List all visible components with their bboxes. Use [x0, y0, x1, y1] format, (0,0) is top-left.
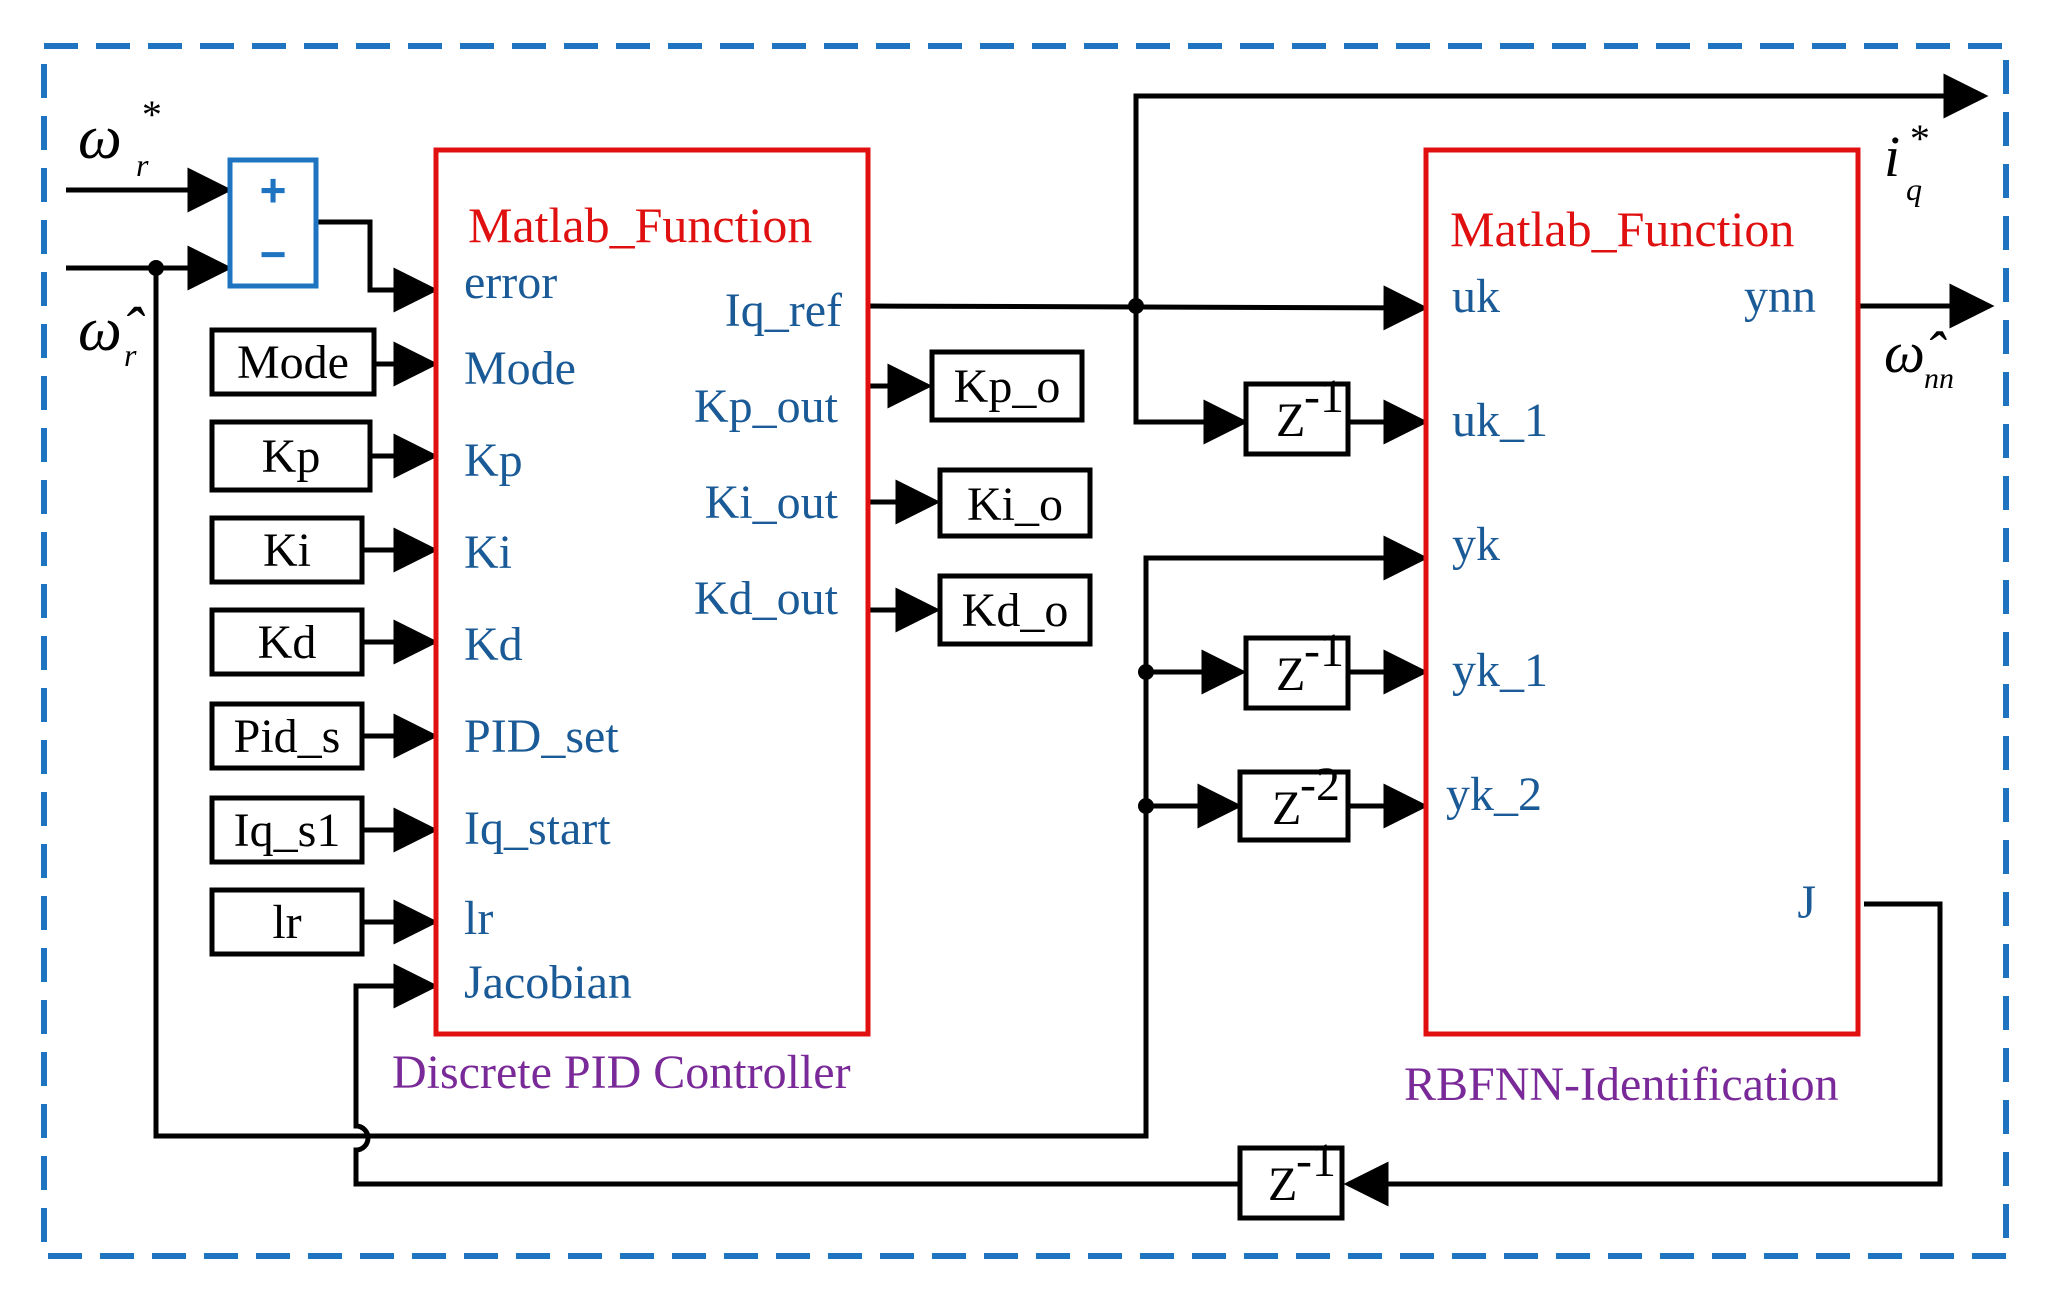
- unit-delay-jacobian[interactable]: Z -1: [1237, 1134, 1345, 1221]
- rbf-in-yk: yk: [1452, 518, 1500, 571]
- subsystem-frame: [41, 43, 2009, 1259]
- pid-in-jacobian: Jacobian: [464, 956, 632, 1009]
- pid-in-ki: Ki: [464, 526, 512, 579]
- svg-text:Mode: Mode: [237, 336, 349, 389]
- junction-dot: [1138, 798, 1154, 814]
- constant-kd[interactable]: Kd: [209, 607, 365, 677]
- svg-text:Pid_s: Pid_s: [234, 710, 341, 763]
- pid-in-mode: Mode: [464, 342, 576, 395]
- svg-text:Z: Z: [1276, 394, 1305, 447]
- unit-delay-uk1[interactable]: Z -1: [1243, 370, 1351, 457]
- rbf-in-uk: uk: [1452, 270, 1500, 323]
- constant-mode[interactable]: Mode: [209, 327, 377, 397]
- pid-out-kp: Kp_out: [694, 380, 839, 433]
- svg-text:nn: nn: [1924, 362, 1954, 395]
- svg-text:-2: -2: [1300, 758, 1340, 811]
- svg-text:r: r: [124, 337, 137, 373]
- constant-kp[interactable]: Kp: [209, 419, 373, 493]
- constant-lr[interactable]: lr: [209, 887, 365, 957]
- iq-ref-output-label: i q *: [1884, 116, 1928, 207]
- junction-dot: [148, 260, 164, 276]
- pid-in-error: error: [464, 256, 557, 309]
- sum-block[interactable]: + −: [227, 157, 319, 289]
- svg-text:q: q: [1906, 171, 1922, 207]
- svg-text:-1: -1: [1304, 370, 1344, 423]
- svg-text:*: *: [140, 92, 160, 137]
- omega-ref-label: ω r *: [78, 92, 160, 183]
- svg-text:Z: Z: [1276, 648, 1305, 701]
- rbfnn-block[interactable]: Matlab_Function uk uk_1 yk yk_1 yk_2 ynn…: [1423, 147, 1861, 1037]
- omega-hat-label: ω̂ r: [78, 296, 146, 373]
- pid-in-iq-start: Iq_start: [464, 802, 611, 855]
- junction-dot: [1138, 664, 1154, 680]
- svg-text:*: *: [1908, 116, 1928, 161]
- sink-kd-o[interactable]: Kd_o: [937, 573, 1093, 647]
- unit-delay-yk1[interactable]: Z -1: [1243, 624, 1351, 711]
- constant-iq-s1[interactable]: Iq_s1: [209, 795, 365, 865]
- svg-text:Z: Z: [1272, 782, 1301, 835]
- svg-text:r: r: [136, 147, 149, 183]
- omega-nn-output-label: ω̂ nn: [1884, 320, 1954, 395]
- pid-in-lr: lr: [464, 892, 493, 945]
- svg-text:Kd: Kd: [258, 616, 317, 669]
- pid-out-kd: Kd_out: [694, 572, 839, 625]
- constant-pid-s[interactable]: Pid_s: [209, 701, 365, 771]
- svg-text:i: i: [1884, 124, 1900, 189]
- plus-sign: +: [260, 164, 287, 216]
- svg-text:Kd_o: Kd_o: [962, 584, 1069, 637]
- svg-text:Ki: Ki: [263, 524, 311, 577]
- junction-dot: [1128, 298, 1144, 314]
- rbf-block-title: Matlab_Function: [1450, 201, 1794, 257]
- svg-text:ω: ω: [78, 104, 122, 172]
- pid-block-title: Matlab_Function: [468, 197, 812, 253]
- wires: [66, 73, 1995, 1207]
- unit-delay-yk2[interactable]: Z -2: [1237, 758, 1351, 843]
- rbf-out-j: J: [1797, 876, 1816, 929]
- pid-controller-block[interactable]: Matlab_Function error Mode Kp Ki Kd PID_…: [433, 147, 871, 1037]
- rbf-block-caption: RBFNN-Identification: [1404, 1058, 1839, 1111]
- svg-text:Kp_o: Kp_o: [954, 360, 1061, 413]
- svg-text:Z: Z: [1268, 1158, 1297, 1211]
- svg-text:lr: lr: [272, 896, 301, 949]
- svg-text:-1: -1: [1304, 624, 1344, 677]
- svg-text:-1: -1: [1296, 1134, 1336, 1187]
- rbf-out-ynn: ynn: [1744, 270, 1816, 323]
- svg-text:Kp: Kp: [262, 430, 321, 483]
- constant-ki[interactable]: Ki: [209, 515, 365, 585]
- pid-in-kd: Kd: [464, 618, 523, 671]
- rbf-in-yk2: yk_2: [1446, 768, 1542, 821]
- pid-out-iq-ref: Iq_ref: [725, 284, 842, 337]
- pid-out-ki: Ki_out: [705, 476, 839, 529]
- svg-text:Iq_s1: Iq_s1: [234, 804, 341, 857]
- sink-ki-o[interactable]: Ki_o: [937, 467, 1093, 539]
- svg-text:Ki_o: Ki_o: [967, 478, 1063, 531]
- sink-kp-o[interactable]: Kp_o: [929, 349, 1085, 423]
- pid-in-kp: Kp: [464, 434, 523, 487]
- pid-block-caption: Discrete PID Controller: [392, 1046, 851, 1099]
- minus-sign: −: [260, 228, 287, 280]
- rbf-in-yk1: yk_1: [1452, 644, 1548, 697]
- pid-in-pid-set: PID_set: [464, 710, 619, 763]
- rbf-in-uk1: uk_1: [1452, 394, 1548, 447]
